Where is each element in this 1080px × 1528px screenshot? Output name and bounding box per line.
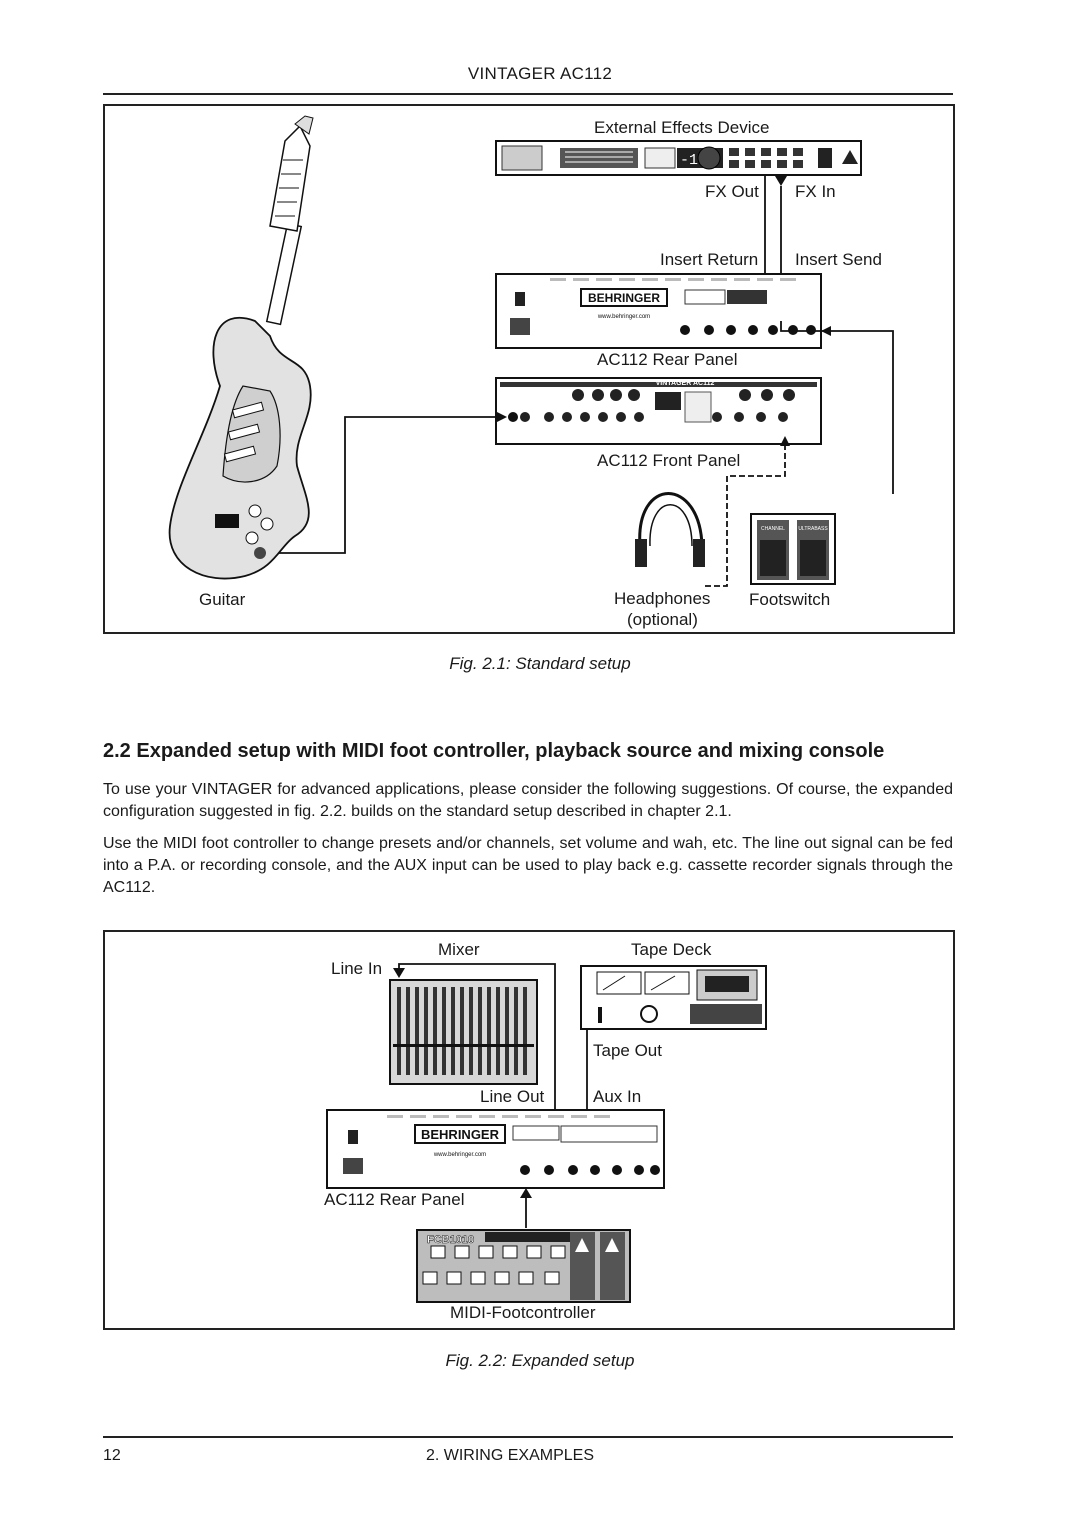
footswitch-ultrabass-label: ULTRABASS [798,526,828,532]
rear-brand-logo: BEHRINGER [588,291,660,305]
section-heading: 2.2 Expanded setup with MIDI foot contro… [103,740,885,762]
midi-footcontroller-illustration: FCB1010 [416,1229,631,1303]
label-insert-send: Insert Send [795,250,882,269]
label-line-in: Line In [331,959,383,978]
paragraph-2: Use the MIDI foot controller to change p… [103,835,953,896]
guitar-illustration [168,115,314,580]
label-fx-out: FX Out [705,182,759,201]
guitar-cable [260,416,503,554]
label-tape-deck: Tape Deck [631,940,712,959]
headphone-arrow [780,436,790,446]
label-front-panel: AC112 Front Panel [597,451,741,470]
tape-deck-illustration [580,965,767,1030]
insert-send-arrow [821,326,831,336]
label-footswitch: Footswitch [749,590,831,609]
label-tape-out: Tape Out [593,1041,662,1060]
footswitch-channel-label: CHANNEL [761,526,785,532]
rear-website-text: www.behringer.com [597,314,650,320]
fcb-model-label: FCB1010 [427,1234,474,1246]
label-insert-return: Insert Return [660,250,759,269]
running-header: VINTAGER AC112 [467,64,613,83]
label-external-fx: External Effects Device [594,118,770,137]
label-optional: (optional) [627,610,698,629]
label-headphones: Headphones [614,589,711,608]
label-guitar: Guitar [199,590,246,609]
insert-send-cable [780,321,894,494]
chapter-title: 2. WIRING EXAMPLES [425,1447,595,1464]
figure-standard-setup: -188 [103,104,955,634]
midi-arrow [520,1188,532,1198]
label-rear-panel: AC112 Rear Panel [597,350,738,369]
guitar-input-arrow [497,412,507,422]
figure1-caption: Fig. 2.1: Standard setup [449,654,631,673]
standard-setup-diagram: -188 [168,115,894,587]
label-aux-in: Aux In [593,1087,642,1106]
footer-rule [103,1436,953,1438]
ac112-rear-panel-expanded: BEHRINGER www.behringer.com [326,1109,665,1189]
ac112-rear-panel: BEHRINGER www.behringer.com [495,273,822,349]
line-out-cable [398,963,556,1092]
line-in-arrow [393,968,405,978]
fx-in-arrow [775,176,787,186]
page-number: 12 [103,1447,121,1464]
label-midi-footcontroller: MIDI-Footcontroller [450,1303,596,1322]
figure2-caption: Fig. 2.2: Expanded setup [445,1351,635,1370]
label-mixer: Mixer [438,940,480,959]
label-fx-in: FX In [795,182,836,201]
rear2-website-text: www.behringer.com [433,1152,486,1158]
paragraph-1: To use your VINTAGER for advanced applic… [103,781,953,820]
label-line-out: Line Out [480,1087,545,1106]
external-effects-device: -188 [495,140,862,176]
header-rule [103,93,953,95]
footswitch-illustration: CHANNEL ULTRABASS [750,513,836,585]
ac112-front-panel: VINTAGER AC112 [495,377,822,445]
headphones-illustration [635,492,705,567]
label-rear-panel-2: AC112 Rear Panel [324,1190,465,1209]
rear2-brand-logo: BEHRINGER [421,1127,500,1142]
headphone-cable [705,444,786,587]
figure-expanded-setup: BEHRINGER www.behringer.com FCB1010 [103,930,955,1330]
mixer-illustration [389,979,538,1085]
front-model-name: VINTAGER AC112 [656,380,715,387]
expanded-setup-diagram: BEHRINGER www.behringer.com FCB1010 [326,963,767,1303]
